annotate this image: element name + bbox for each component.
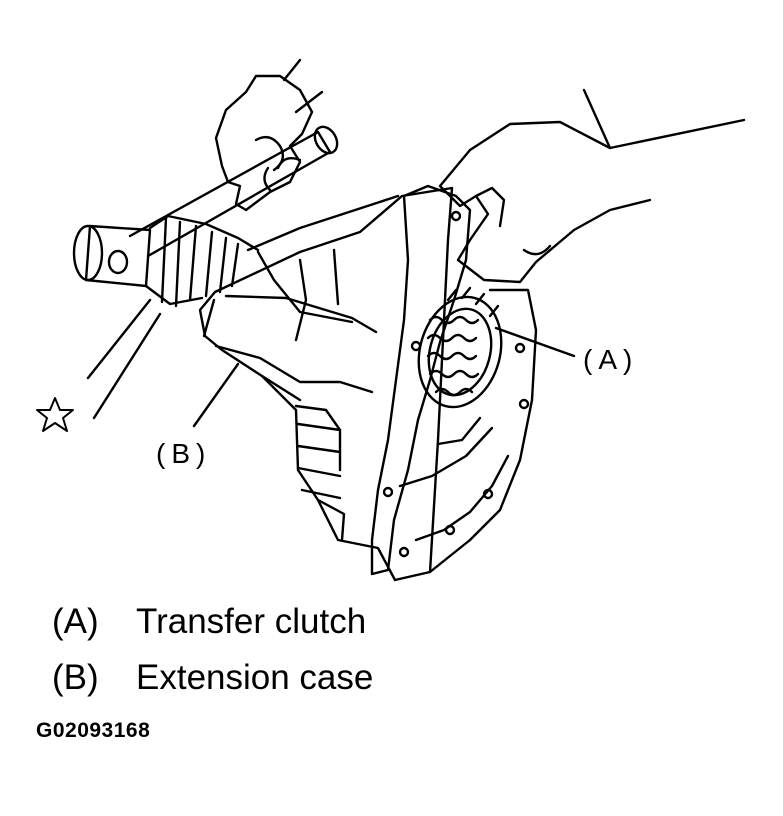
callout-label-b: (B) [156,438,212,469]
transfer-clutch [417,286,503,409]
extension-case [198,186,454,582]
tool-shaft [72,214,260,308]
legend-key: (A) [52,602,99,641]
legend-item-extension-case: (B) Extension case [52,660,373,695]
figure-id: G02093168 [36,719,151,742]
callout-a-leader [494,326,576,358]
legend-text: Extension case [136,658,374,697]
right-hand [438,88,746,284]
transfer-clutch-removal-illustration [36,58,746,582]
left-hand [214,58,324,212]
callout-label-a: (A) [583,344,639,375]
tool-handle [128,125,339,258]
housing-flange [370,184,538,576]
marker-leader-2 [92,312,162,420]
marker-leader-1 [86,298,152,380]
callout-b-leader [192,362,240,428]
star-outline-icon [36,397,74,432]
legend-item-transfer-clutch: (A) Transfer clutch [52,604,366,639]
legend-key: (B) [52,658,99,697]
legend-text: Transfer clutch [136,602,367,641]
